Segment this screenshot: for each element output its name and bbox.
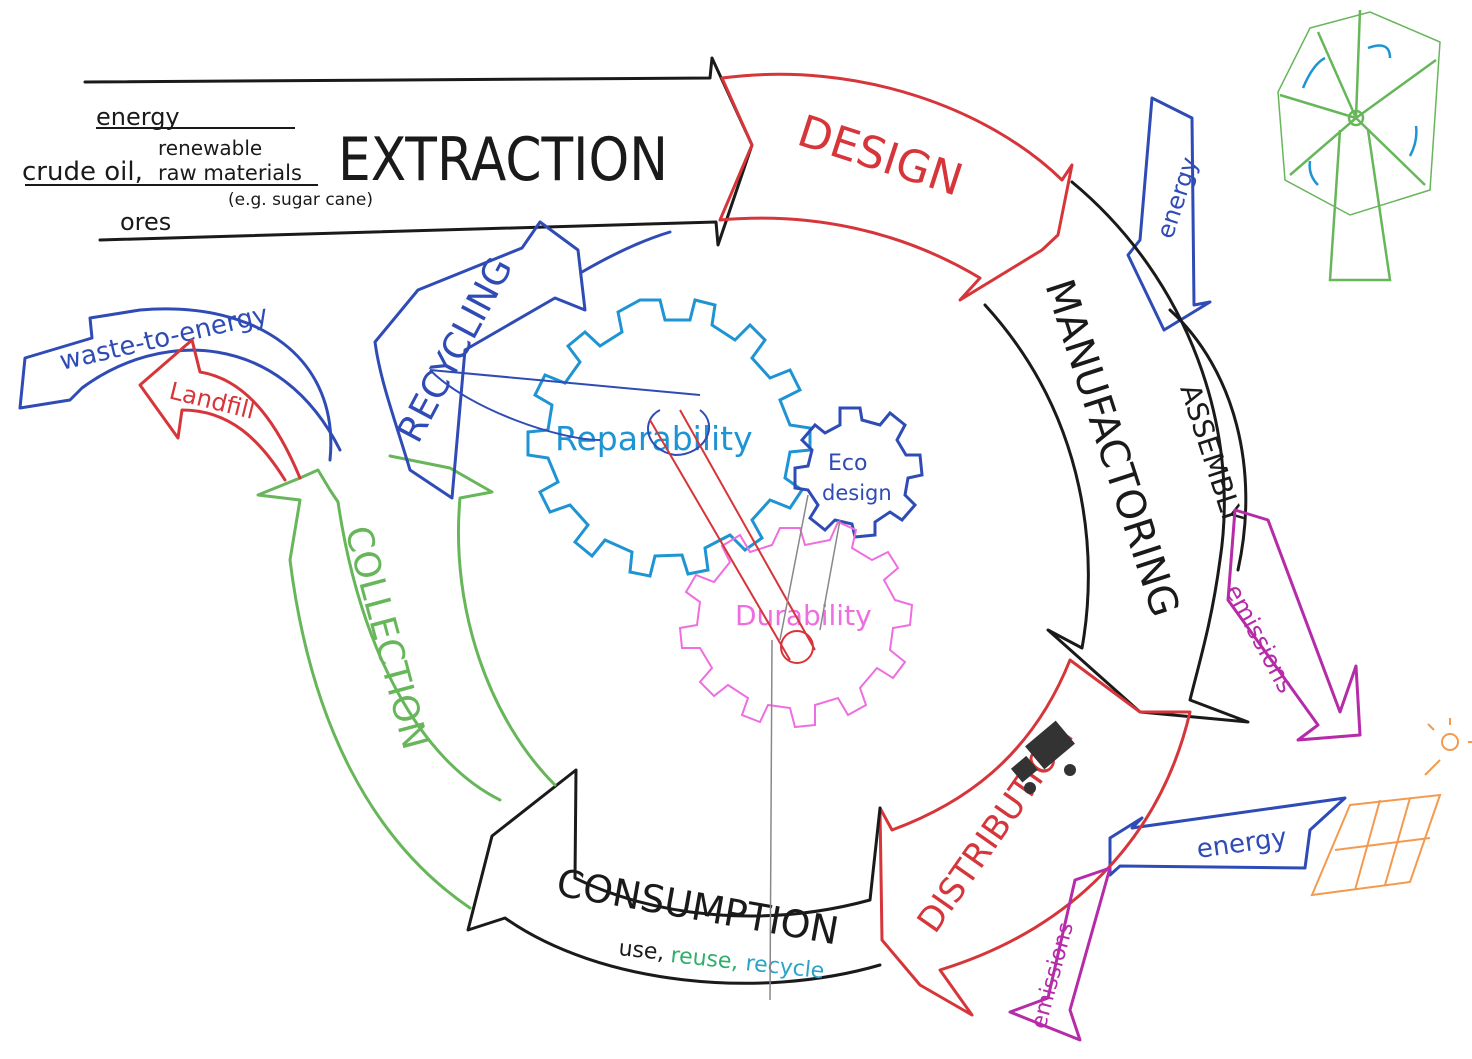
emissions-arrow-right: emissions <box>1220 508 1362 742</box>
input-energy: energy <box>96 103 180 131</box>
durability-label: Durability <box>735 599 872 632</box>
collection-arrow: COLLECTION <box>256 454 557 910</box>
solar-panel-icon <box>1310 718 1472 897</box>
input-raw-materials: raw materials <box>158 161 302 185</box>
consumption-reuse: reuse, <box>669 943 739 975</box>
input-crude-oil: crude oil, <box>22 157 143 187</box>
input-example: (e.g. sugar cane) <box>228 190 373 210</box>
consumption-recycle: recycle <box>744 951 825 984</box>
assembly-label: ASSEMBLY <box>1173 380 1249 529</box>
reparability-gear: Reparability <box>526 298 812 578</box>
distribution-arrow: DISTRIBUTION <box>878 658 1192 1017</box>
design-label: DESIGN <box>792 106 969 207</box>
extraction-label: EXTRACTION <box>338 125 668 195</box>
gear-icon <box>526 298 812 578</box>
input-renewable: renewable <box>158 136 262 160</box>
recycling-label: RECYCLING <box>390 251 521 449</box>
manufacturing-label: MANUFACTORING <box>1035 274 1187 622</box>
wind-turbine-icon <box>1277 9 1441 282</box>
gear-icon <box>793 406 924 539</box>
collection-label: COLLECTION <box>336 522 435 754</box>
consumption-use: use, <box>617 936 665 966</box>
design-arrow: DESIGN <box>718 72 1074 302</box>
truck-icon <box>1010 720 1076 794</box>
gear-icon <box>678 520 914 729</box>
eco-design-label: design <box>822 481 892 505</box>
eco-label: Eco <box>828 451 867 476</box>
energy-top-label: energy <box>1151 154 1203 242</box>
assembly-arrow: ASSEMBLY <box>1168 308 1250 572</box>
landfill-arrow: Landfill <box>138 338 302 482</box>
durability-gear: Durability <box>678 520 914 729</box>
emissions-arrow-bottom: emissions <box>1008 866 1112 1042</box>
energy-arrow-right: energy <box>1108 796 1347 877</box>
consumption-arrow: CONSUMPTION use, reuse, recycle <box>466 768 882 985</box>
extraction-arrow: EXTRACTION energy renewable crude oil, r… <box>22 56 754 247</box>
energy-right-label: energy <box>1195 823 1289 865</box>
emissions-right-label: emissions <box>1220 580 1301 698</box>
eco-design-gear: Eco design <box>793 406 924 539</box>
gear-linkages <box>429 369 841 1001</box>
input-ores: ores <box>120 208 171 236</box>
consumption-label: CONSUMPTION <box>553 861 842 954</box>
